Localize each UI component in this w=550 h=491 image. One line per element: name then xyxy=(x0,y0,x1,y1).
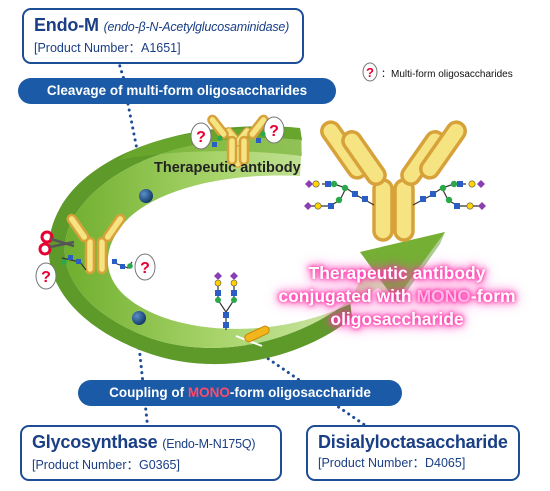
glycosynthase-product-box: Glycosynthase (Endo-M-N175Q) [Product Nu… xyxy=(20,425,282,481)
endo-m-name: Endo-M xyxy=(34,15,99,35)
svg-text:?: ? xyxy=(269,123,279,140)
result-line1: Therapeutic antibody xyxy=(308,263,486,283)
antibody-icon xyxy=(66,213,126,275)
cleavage-banner: Cleavage of multi-form oligosaccharides xyxy=(18,78,336,104)
glycosynthase-variant: (Endo-M-N175Q) xyxy=(162,437,256,451)
pipette-icon xyxy=(235,325,270,347)
dotted-connectors xyxy=(116,58,374,432)
enzyme-ball-icon xyxy=(132,311,146,325)
glycosynthase-name: Glycosynthase xyxy=(32,432,158,452)
oligosaccharide-chain-icon xyxy=(304,180,486,210)
svg-text:?: ? xyxy=(140,260,150,277)
glycosynthase-product-number: [Product Number：G0365] xyxy=(32,458,180,472)
endo-m-product-box: Endo-M (endo-β-N-Acetylglucosaminidase) … xyxy=(22,8,304,64)
question-mark-icon: ? xyxy=(134,253,156,281)
oligosaccharide-chain-icon xyxy=(214,272,238,330)
legend: ? ：Multi-form oligosaccharides xyxy=(362,62,513,82)
svg-text:?: ? xyxy=(366,65,374,80)
scissors-icon xyxy=(38,230,75,256)
disialyl-product-box: Disialyloctasaccharide [Product Number：D… xyxy=(306,425,520,481)
result-label: Therapeutic antibody conjugated with MON… xyxy=(262,262,532,331)
curved-arrow-shape xyxy=(48,126,446,365)
question-mark-icon: ? xyxy=(263,116,285,144)
question-mark-icon: ? xyxy=(35,262,57,290)
endo-m-full-name: (endo-β-N-Acetylglucosaminidase) xyxy=(103,20,290,34)
enzyme-ball-icon xyxy=(139,189,153,203)
endo-m-product-number: [Product Number：A1651] xyxy=(34,41,181,55)
therapeutic-antibody-label: Therapeutic antibody xyxy=(154,160,301,176)
svg-text:?: ? xyxy=(41,269,51,286)
disialyl-name: Disialyloctasaccharide xyxy=(318,432,508,452)
question-mark-icon: ? xyxy=(190,122,212,150)
result-line3: oligosaccharide xyxy=(330,309,464,329)
coupling-mono-highlight: MONO xyxy=(187,385,230,400)
disialyl-product-number: [Product Number：D4065] xyxy=(318,456,466,470)
question-mark-icon: ? xyxy=(362,62,378,82)
antibody-icon xyxy=(320,120,467,242)
svg-text:?: ? xyxy=(196,129,206,146)
result-line2: conjugated with MONO-form xyxy=(278,286,516,306)
legend-text: ：Multi-form oligosaccharides xyxy=(381,68,513,80)
coupling-banner: Coupling of MONO-form oligosaccharide xyxy=(78,380,402,406)
